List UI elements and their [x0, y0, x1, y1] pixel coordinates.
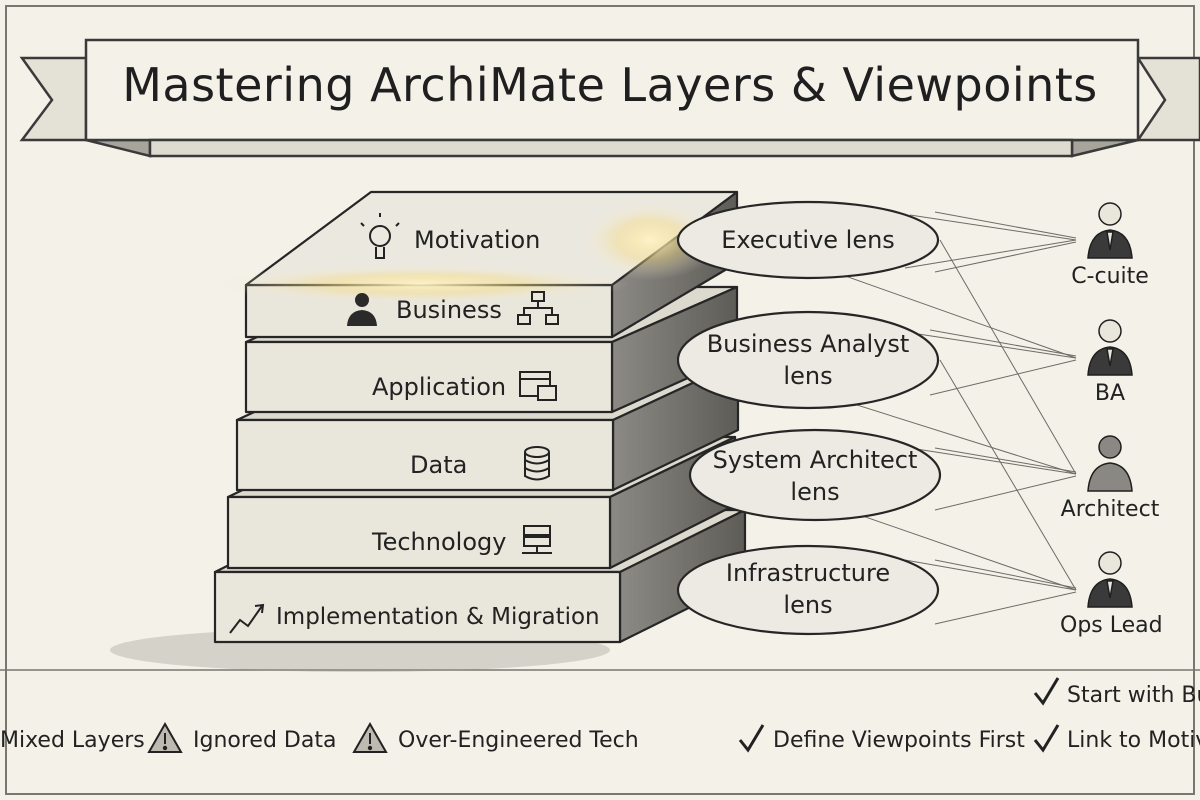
- check-icon: [1033, 724, 1060, 753]
- check-icon: [738, 724, 765, 753]
- org-chart-icon: [517, 291, 559, 325]
- title-banner: [19, 38, 1200, 158]
- person-icon: [347, 293, 377, 326]
- lens-business-analyst: Business Analyst lens: [690, 328, 926, 392]
- lens-ellipses: [676, 200, 942, 636]
- application-window-icon: [519, 371, 557, 401]
- persona-label-ops-lead: Ops Lead: [1060, 613, 1163, 638]
- lens-executive-line1: Executive lens: [721, 226, 895, 254]
- page-frame: [5, 5, 1195, 795]
- layer-label-application: Application: [372, 373, 507, 401]
- layer-label-implementation-migration: Implementation & Migration: [276, 604, 600, 630]
- practice-define-viewpoints-first: Define Viewpoints First: [773, 728, 1025, 753]
- lens-system-architect-line2: lens: [790, 478, 840, 506]
- page-title: Mastering ArchiMate Layers & Viewpoints: [122, 58, 1098, 112]
- executive-avatar-icon: [1087, 202, 1133, 259]
- layer-label-business: Business: [396, 296, 502, 324]
- pitfall-mixed-layers: Mixed Layers: [0, 728, 145, 753]
- pitfall-over-engineered-tech: Over-Engineered Tech: [398, 728, 639, 753]
- lens-system-architect-line1: System Architect: [712, 446, 918, 474]
- ops-avatar-icon: [1087, 551, 1133, 608]
- architect-avatar-icon: [1087, 435, 1133, 492]
- check-icon: [1033, 677, 1060, 706]
- lens-infrastructure: Infrastructure lens: [690, 557, 926, 621]
- persona-label-c-suite: C-cuite: [1071, 264, 1149, 289]
- persona-label-ba: BA: [1094, 381, 1126, 406]
- lens-business-analyst-line1: Business Analyst: [706, 330, 910, 358]
- database-icon: [524, 446, 550, 481]
- lens-system-architect: System Architect lens: [697, 444, 933, 508]
- practice-start-with-business: Start with Bu: [1067, 683, 1200, 708]
- trend-arrow-icon: [229, 603, 265, 634]
- layer-label-data: Data: [410, 451, 468, 479]
- layer-label-technology: Technology: [372, 528, 507, 556]
- practice-link-to-motivation: Link to Motiva: [1067, 728, 1200, 753]
- lens-business-analyst-line2: lens: [783, 362, 833, 390]
- lens-infrastructure-line1: Infrastructure: [725, 559, 891, 587]
- server-network-icon: [522, 525, 552, 554]
- pitfall-ignored-data: Ignored Data: [193, 728, 337, 753]
- lightbulb-icon: [360, 213, 400, 259]
- lens-infrastructure-line2: lens: [783, 591, 833, 619]
- lens-executive: Executive lens: [690, 224, 926, 256]
- analyst-avatar-icon: [1087, 319, 1133, 376]
- warning-icon: [147, 721, 183, 753]
- warning-icon: [352, 721, 388, 753]
- layer-label-motivation: Motivation: [414, 226, 541, 254]
- persona-label-architect: Architect: [1060, 497, 1160, 522]
